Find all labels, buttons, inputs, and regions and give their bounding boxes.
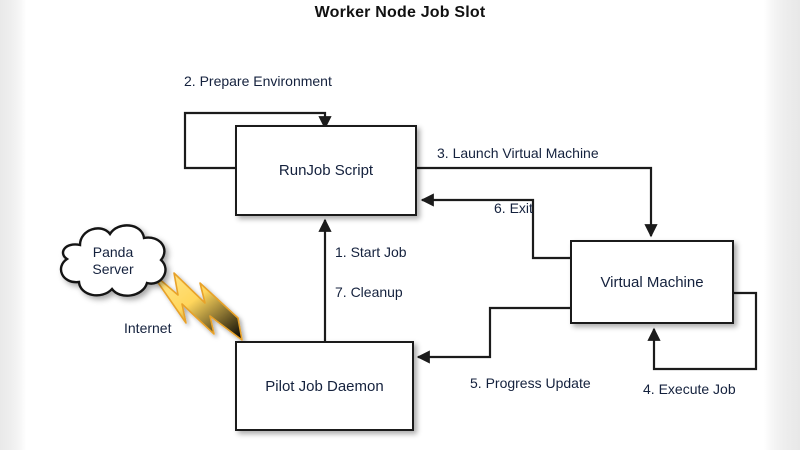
node-virtual-machine-label: Virtual Machine [600, 273, 704, 291]
cloud-panda-server: Panda Server [48, 215, 176, 307]
edge-label-cleanup: 7. Cleanup [335, 284, 403, 300]
edge-label-internet: Internet [124, 320, 172, 336]
edge-label-prepare-environment: 2. Prepare Environment [184, 73, 332, 89]
edge-label-execute-job: 4. Execute Job [643, 381, 736, 397]
edge-label-launch-virtual-machine: 3. Launch Virtual Machine [437, 145, 599, 161]
edge-label-progress-update: 5. Progress Update [470, 375, 591, 391]
node-pilot-job-daemon-label: Pilot Job Daemon [265, 377, 384, 395]
page-title: Worker Node Job Slot [314, 4, 486, 21]
connector-exit [420, 193, 570, 260]
connector-launch-virtual-machine [417, 166, 658, 238]
cloud-label: Panda Server [48, 215, 176, 307]
edge-label-exit: 6. Exit [494, 200, 533, 216]
node-runjob-script-label: RunJob Script [278, 162, 374, 179]
node-virtual-machine[interactable]: Virtual Machine [570, 240, 734, 324]
lightning-bolt-icon [149, 270, 243, 341]
node-runjob-script[interactable]: RunJob Script [235, 125, 417, 216]
node-pilot-job-daemon[interactable]: Pilot Job Daemon [235, 341, 414, 431]
cloud-label-line2: Server [92, 261, 134, 277]
connector-progress-update [416, 306, 570, 364]
connector-execute-job [647, 291, 758, 371]
connector-prepare-environment [183, 111, 332, 170]
edge-label-start-job: 1. Start Job [335, 244, 407, 260]
cloud-label-line1: Panda [92, 243, 134, 260]
